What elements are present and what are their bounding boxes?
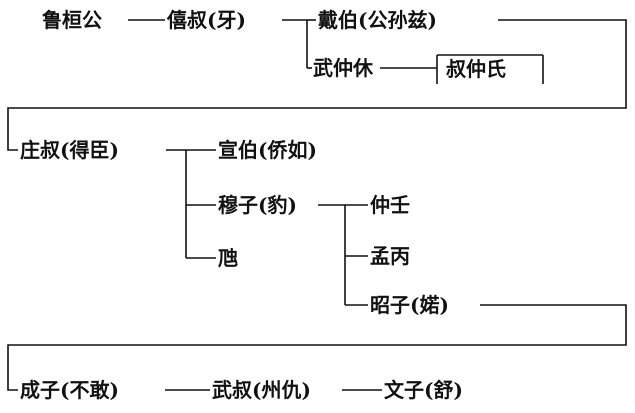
node-luhuangong: 鲁桓公 bbox=[42, 8, 102, 32]
node-wushu: 武叔(州仇) bbox=[212, 378, 311, 402]
node-zhaozi: 昭子(婼) bbox=[370, 293, 449, 317]
edge-daibo-zhuangshu-wrap bbox=[7, 19, 627, 151]
node-zhongren: 仲壬 bbox=[370, 193, 410, 217]
node-shuzhongshi: 叔仲氏 bbox=[446, 57, 506, 81]
node-xuanbo: 宣伯(侨如) bbox=[218, 138, 317, 162]
node-mengbing: 孟丙 bbox=[370, 244, 410, 268]
node-wuzhongxiu: 武仲休 bbox=[313, 56, 373, 80]
node-qiu: 虺 bbox=[218, 246, 238, 270]
node-zhuangshu: 庄叔(得臣) bbox=[20, 138, 119, 162]
node-daibo: 戴伯(公孙兹) bbox=[318, 8, 437, 32]
node-wenzi: 文子(舒) bbox=[384, 378, 463, 402]
node-xishu: 僖叔(牙) bbox=[167, 8, 246, 32]
edge-zhaozi-chengzi-wrap bbox=[7, 304, 627, 391]
node-muzi: 穆子(豹) bbox=[218, 193, 297, 217]
node-chengzi: 成子(不敢) bbox=[20, 378, 119, 402]
